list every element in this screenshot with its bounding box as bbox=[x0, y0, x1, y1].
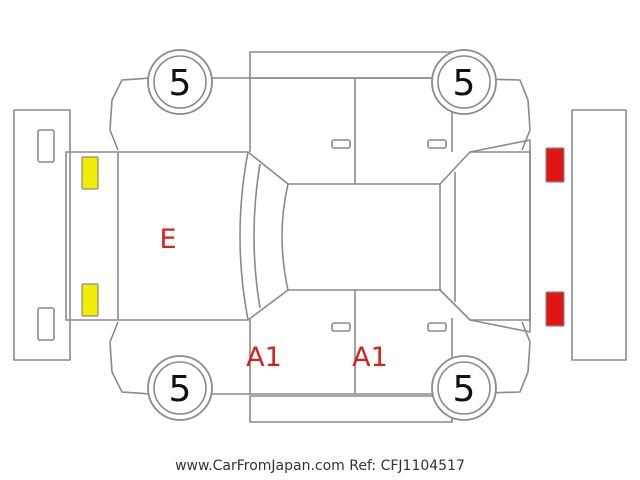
watermark-text: www.CarFromJapan.com Ref: CFJ1104517 bbox=[175, 458, 465, 474]
rear-right-light bbox=[545, 291, 565, 327]
right-side-panels bbox=[109, 290, 531, 423]
tire-score-rear-right: 5 bbox=[453, 369, 476, 410]
front-bumper bbox=[13, 109, 71, 361]
front-left-light bbox=[81, 156, 99, 190]
tire-score-front-left: 5 bbox=[169, 63, 192, 104]
front-right-light bbox=[81, 283, 99, 317]
damage-code-rear-door-right: A1 bbox=[352, 342, 388, 373]
damage-code-front-door-right: A1 bbox=[246, 342, 282, 373]
damage-code-hood: E bbox=[159, 224, 176, 255]
rear-bumper bbox=[571, 109, 627, 361]
wheel-rear-left bbox=[431, 49, 497, 115]
tire-score-front-right: 5 bbox=[169, 369, 192, 410]
wheel-front-left bbox=[147, 49, 213, 115]
rear-left-light bbox=[545, 147, 565, 183]
wheel-rear-right bbox=[431, 355, 497, 421]
body-top-view bbox=[65, 139, 531, 333]
tire-score-rear-left: 5 bbox=[453, 63, 476, 104]
wheel-front-right bbox=[147, 355, 213, 421]
